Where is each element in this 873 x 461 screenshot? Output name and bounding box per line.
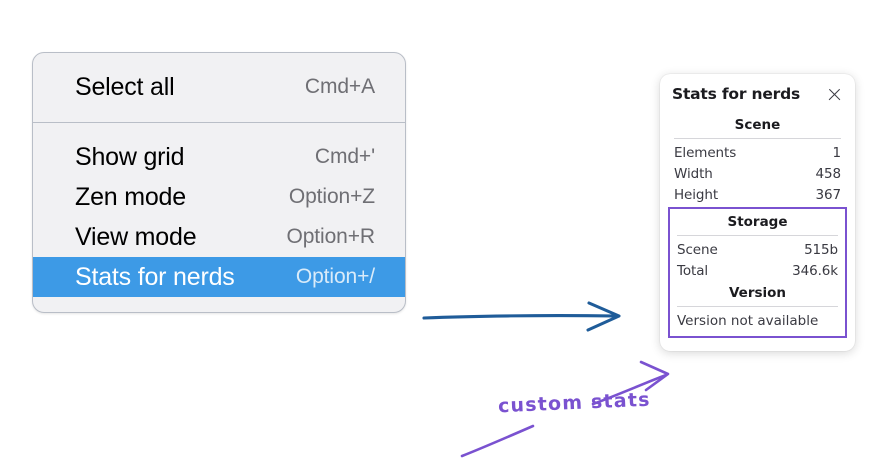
purple-underline-stroke — [460, 424, 535, 458]
blue-arrow-pointing-right — [422, 301, 621, 332]
table-row: Scene 515b — [675, 239, 840, 260]
stat-key: Width — [674, 165, 713, 182]
menu-item-label: Stats for nerds — [75, 262, 235, 291]
stat-key: Total — [677, 262, 709, 279]
menu-item-shortcut: Option+/ — [295, 265, 375, 288]
handwritten-note-custom-stats: custom stats — [497, 388, 652, 418]
storage-section-heading: Storage — [727, 214, 788, 230]
stat-value: 346.6k — [792, 262, 838, 279]
custom-stats-highlight-box: Storage Scene 515b Total 346.6k Version … — [668, 207, 847, 338]
table-row: Width 458 — [672, 163, 843, 184]
storage-divider — [677, 235, 838, 236]
stats-panel-title: Stats for nerds — [672, 85, 801, 103]
stat-key: Height — [674, 186, 719, 203]
table-row: Total 346.6k — [675, 260, 840, 281]
menu-item-stats-for-nerds[interactable]: Stats for nerds Option+/ — [33, 257, 405, 297]
menu-group-1: Select all Cmd+A — [33, 53, 405, 122]
menu-item-view-mode[interactable]: View mode Option+R — [33, 217, 405, 257]
menu-group-2: Show grid Cmd+' Zen mode Option+Z View m… — [33, 122, 405, 312]
menu-item-shortcut: Cmd+' — [314, 145, 375, 168]
table-row: Height 367 — [672, 184, 843, 205]
menu-item-shortcut: Option+Z — [288, 185, 375, 208]
context-menu: Select all Cmd+A Show grid Cmd+' Zen mod… — [32, 52, 406, 313]
stat-value: 458 — [815, 165, 842, 182]
menu-item-label: Select all — [75, 72, 175, 101]
menu-item-label: Show grid — [75, 142, 185, 171]
menu-item-shortcut: Option+R — [286, 225, 375, 248]
scene-section-heading: Scene — [734, 117, 781, 133]
table-row: Elements 1 — [672, 142, 843, 163]
stats-panel-header: Stats for nerds — [672, 85, 843, 103]
stat-value: 367 — [815, 186, 842, 203]
menu-item-select-all[interactable]: Select all Cmd+A — [33, 67, 405, 107]
menu-item-zen-mode[interactable]: Zen mode Option+Z — [33, 177, 405, 217]
menu-item-label: Zen mode — [75, 182, 186, 211]
stats-for-nerds-panel: Stats for nerds Scene Elements 1 Width 4… — [660, 74, 855, 351]
stat-key: Elements — [674, 144, 737, 161]
menu-item-label: View mode — [75, 222, 197, 251]
stat-value: 515b — [804, 241, 838, 258]
stat-key: Scene — [677, 241, 718, 258]
scene-divider — [674, 138, 841, 139]
version-value: Version not available — [677, 313, 819, 329]
version-divider — [677, 306, 838, 307]
close-icon[interactable] — [826, 86, 843, 103]
version-section-heading: Version — [728, 285, 787, 301]
menu-item-shortcut: Cmd+A — [304, 75, 375, 98]
menu-item-show-grid[interactable]: Show grid Cmd+' — [33, 137, 405, 177]
stat-value: 1 — [832, 144, 842, 161]
